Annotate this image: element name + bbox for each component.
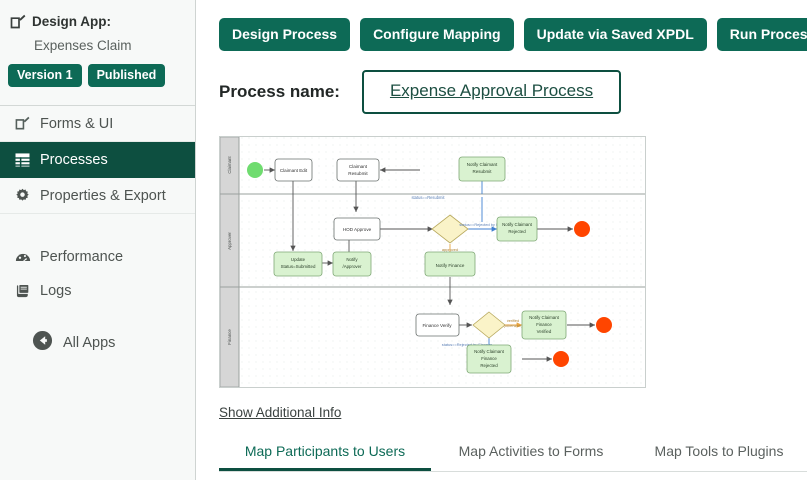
sidebar-divider [0,105,195,106]
design-process-button[interactable]: Design Process [219,18,351,51]
svg-text:Notify Claimant: Notify Claimant [474,349,505,354]
published-badge: Published [87,64,166,87]
svg-text:Resubmit: Resubmit [472,169,492,174]
svg-text:HOD Approve: HOD Approve [343,227,372,232]
version-badge: Version 1 [8,64,82,87]
tool-node-notify-claimant-finance-rejected[interactable]: Notify Claimant Finance Rejected [466,344,512,374]
edge-label-verified: verified [507,319,519,323]
tab-map-tools-to-plugins[interactable]: Map Tools to Plugins [654,443,784,459]
tool-node-notify-finance[interactable]: Notify Finance [424,251,476,277]
process-name-box[interactable]: Expense Approval Process [361,70,622,114]
svg-text:Update: Update [291,257,306,262]
gateway-node-hod[interactable] [431,214,469,244]
sidebar-item-label: Processes [40,151,108,168]
svg-text:Rejected: Rejected [480,363,498,368]
sidebar-header-title: Design App: [32,14,111,29]
sidebar-item-forms-ui[interactable]: Forms & UI [0,106,195,142]
tab-map-participants-to-users[interactable]: Map Participants to Users [219,438,431,471]
edge-label-status-rejected-finance: status==Rejected by Finance [442,342,492,347]
svg-text:Notify Claimant: Notify Claimant [502,222,533,227]
edit-pencil-square-icon [14,116,31,131]
tool-node-notify-approver[interactable]: Notify /Approver [332,251,372,277]
process-diagram[interactable]: Claimant Approver Finance [219,136,646,388]
sidebar-item-logs[interactable]: Logs [0,274,195,308]
edit-pencil-square-icon [10,14,26,35]
back-arrow-circle-icon [32,330,53,355]
end-event-node-finance-verified[interactable] [596,317,612,333]
edge-label-verified-otherwise: (otherwise) [504,324,524,328]
sidebar-item-performance[interactable]: Performance [0,240,195,274]
process-name-label: Process name: [219,82,340,101]
sidebar-item-all-apps[interactable]: All Apps [0,330,195,355]
mapping-tabs: Map Participants to Users Map Activities… [219,438,807,472]
svg-text:Rejected: Rejected [508,229,526,234]
svg-text:Resubmit: Resubmit [348,171,368,176]
sidebar-item-label: Forms & UI [40,115,114,132]
edge-label-status-rejected-hod: status==Rejected by HOD [459,222,504,227]
scroll-icon [14,284,31,298]
gauge-icon [14,250,31,264]
update-via-saved-xpdl-button[interactable]: Update via Saved XPDL [523,18,707,51]
lane-label-finance: Finance [227,329,232,345]
gateway-node-finance[interactable] [472,311,506,339]
sidebar-app-name: Expenses Claim [34,38,132,53]
svg-text:Finance: Finance [536,322,552,327]
edge-label-status-resubmit: status==Resubmit [412,195,446,200]
tool-node-notify-claimant-finance-verified[interactable]: Notify Claimant Finance Verified [521,310,567,340]
sidebar-header: Design App: Expenses Claim [0,0,195,54]
svg-text:Claimant Edit: Claimant Edit [280,168,308,173]
task-node-claimant-resubmit[interactable]: Claimant Resubmit [336,158,380,182]
svg-text:Claimant: Claimant [349,164,368,169]
sidebar-item-label: Logs [40,283,72,299]
sidebar: Design App: Expenses Claim Version 1 Pub… [0,0,196,480]
svg-text:/Approver: /Approver [342,264,362,269]
run-process-button[interactable]: Run Process [716,18,807,51]
main-content: Design Process Configure Mapping Update … [196,0,807,480]
process-name-value[interactable]: Expense Approval Process [389,81,594,100]
svg-text:Finance Verify: Finance Verify [422,323,452,328]
svg-text:Notify Finance: Notify Finance [436,263,465,268]
configure-mapping-button[interactable]: Configure Mapping [360,18,514,51]
show-additional-info-link[interactable]: Show Additional Info [219,405,342,420]
sidebar-item-label: Properties & Export [40,187,166,204]
sidebar-spacer [0,214,195,240]
process-diagram-svg: Claimant Approver Finance [220,137,645,387]
start-event-node[interactable] [247,162,263,178]
svg-text:Notify Claimant: Notify Claimant [467,162,498,167]
process-name-row: Process name: Expense Approval Process [196,51,807,114]
task-node-claimant-edit[interactable]: Claimant Edit [274,158,313,182]
end-event-node-finance-rejected[interactable] [553,351,569,367]
lane-label-approver: Approver [227,232,232,250]
badge-group: Version 1 Published [0,54,195,87]
sidebar-item-label: Performance [40,249,124,265]
lane-label-claimant: Claimant [227,156,232,174]
task-node-finance-verify[interactable]: Finance Verify [415,313,460,337]
svg-text:Finance: Finance [481,356,497,361]
tool-node-update-status-submitted[interactable]: Update Status=Submitted [273,251,323,277]
svg-text:Verified: Verified [537,329,552,334]
sidebar-item-properties-export[interactable]: Properties & Export [0,178,195,214]
gear-icon [14,188,31,203]
sidebar-item-processes[interactable]: Processes [0,142,195,178]
process-toolbar: Design Process Configure Mapping Update … [196,0,807,51]
svg-text:Status=Submitted: Status=Submitted [281,264,316,269]
end-event-node-hod[interactable] [574,221,590,237]
tab-map-activities-to-forms[interactable]: Map Activities to Forms [458,443,604,459]
task-node-hod-approve[interactable]: HOD Approve [333,217,381,241]
grid-table-icon [14,152,31,167]
tool-node-notify-claimant-rejected[interactable]: Notify Claimant Rejected [496,216,538,242]
svg-text:Notify: Notify [346,257,358,262]
svg-text:Notify Claimant: Notify Claimant [529,315,560,320]
tool-node-notify-claimant-resubmit[interactable]: Notify Claimant Resubmit [458,156,506,182]
edge-label-approved: approved [442,247,458,252]
sidebar-item-label: All Apps [63,334,116,351]
